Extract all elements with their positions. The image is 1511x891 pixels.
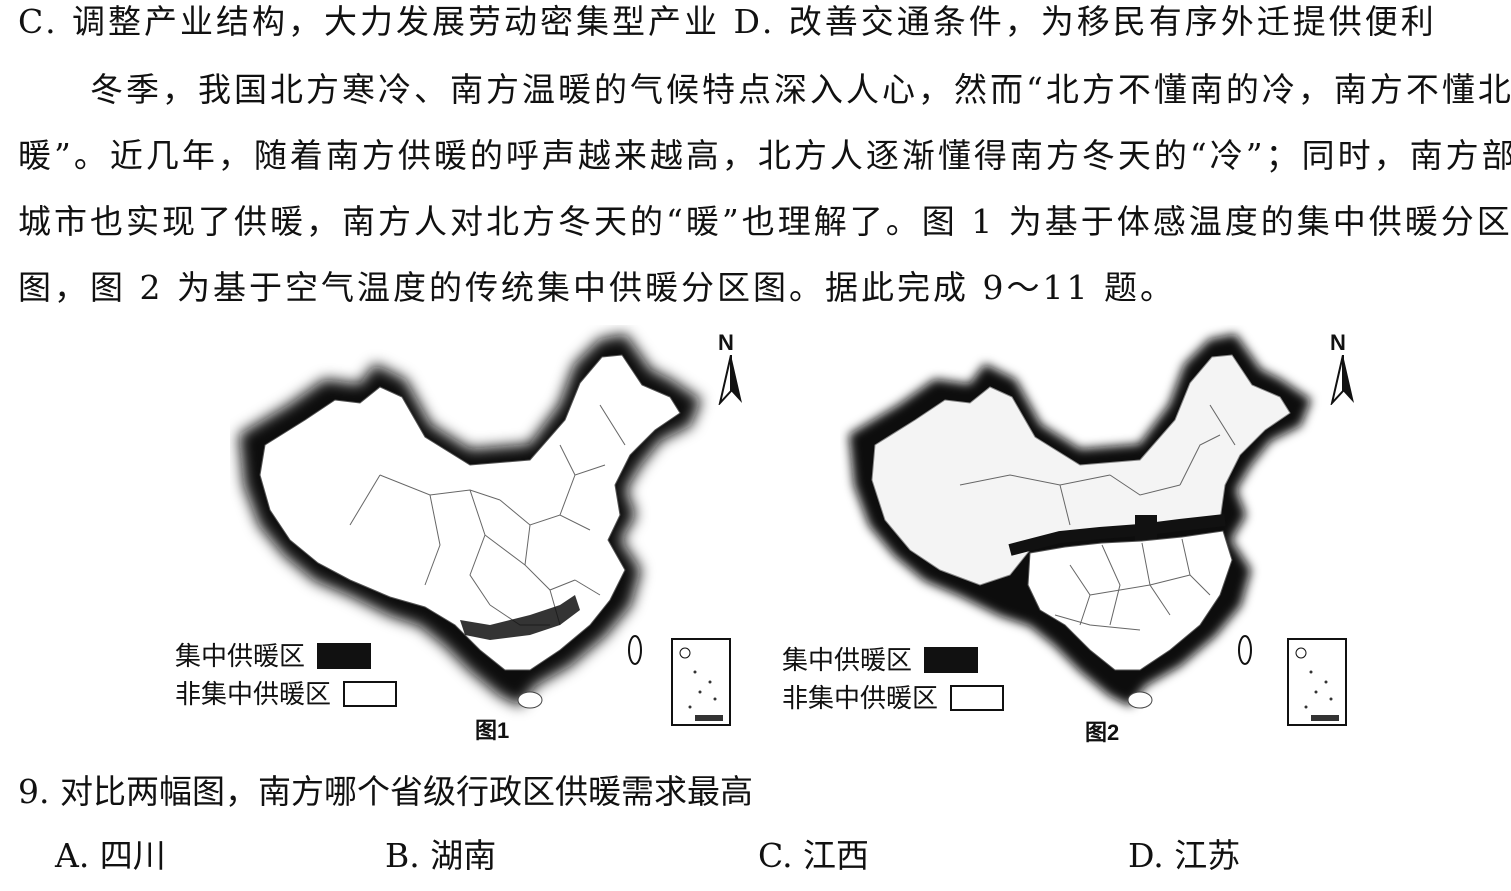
province-borders <box>959 404 1236 631</box>
north-arrow-icon <box>1330 355 1354 405</box>
legend-dark-swatch <box>924 647 979 673</box>
hainan-island <box>1127 691 1153 709</box>
figure-1: N 集中供暖区 非集中供暖区 图1 <box>175 325 750 755</box>
legend-light-label: 非集中供暖区 <box>782 683 939 713</box>
passage-line-2: 暖”。近几年，随着南方供暖的呼声越来越高，北方人逐渐懂得南方冬天的“冷”；同时，… <box>18 136 1511 175</box>
option-c[interactable]: C. 江西 <box>758 836 870 875</box>
china-map-figure-1 <box>238 333 702 709</box>
legend-dark-swatch <box>317 643 372 669</box>
taiwan-island <box>628 635 642 665</box>
north-label: N <box>1330 330 1346 355</box>
figure-2: N 集中供暖区 非集中供暖区 图2 <box>782 325 1360 755</box>
option-b[interactable]: B. 湖南 <box>385 836 497 875</box>
china-map-figure-2 <box>848 333 1312 709</box>
option-a[interactable]: A. 四川 <box>55 836 166 875</box>
option-d[interactable]: D. 江苏 <box>1128 836 1241 875</box>
passage-line-4: 图，图 2 为基于空气温度的传统集中供暖分区图。据此完成 9～11 题。 <box>18 268 1176 307</box>
legend-light-swatch <box>343 681 398 707</box>
heating-zone-south-belt <box>460 595 580 640</box>
non-heating-zone <box>1027 530 1233 671</box>
non-heating-zone <box>259 354 681 671</box>
passage-line-1: 冬季，我国北方寒冷、南方温暖的气候特点深入人心，然而“北方不懂南的冷，南方不懂北… <box>18 70 1511 109</box>
south-china-sea-inset <box>1287 638 1347 726</box>
north-arrow-icon <box>718 355 742 405</box>
legend-dark-label: 集中供暖区 <box>782 645 913 675</box>
figure-caption: 图1 <box>475 718 510 743</box>
hainan-island <box>517 691 543 709</box>
option-line-c-d: C. 调整产业结构，大力发展劳动密集型产业 D. 改善交通条件，为移民有序外迁提… <box>18 2 1437 41</box>
heating-boundary <box>1008 514 1226 556</box>
legend: 集中供暖区 非集中供暖区 <box>175 637 398 713</box>
north-label: N <box>718 330 734 355</box>
legend-light-label: 非集中供暖区 <box>175 679 332 709</box>
legend-dark-label: 集中供暖区 <box>175 641 306 671</box>
taiwan-island <box>1238 635 1252 665</box>
figure-caption: 图2 <box>1085 720 1120 745</box>
heating-boundary-block <box>1135 515 1157 545</box>
south-china-sea-inset <box>671 638 731 726</box>
passage-line-3: 城市也实现了供暖，南方人对北方冬天的“暖”也理解了。图 1 为基于体感温度的集中… <box>18 202 1511 241</box>
legend: 集中供暖区 非集中供暖区 <box>782 641 1005 717</box>
question-9-stem: 9. 对比两幅图，南方哪个省级行政区供暖需求最高 <box>18 772 753 811</box>
legend-light-swatch <box>950 685 1005 711</box>
